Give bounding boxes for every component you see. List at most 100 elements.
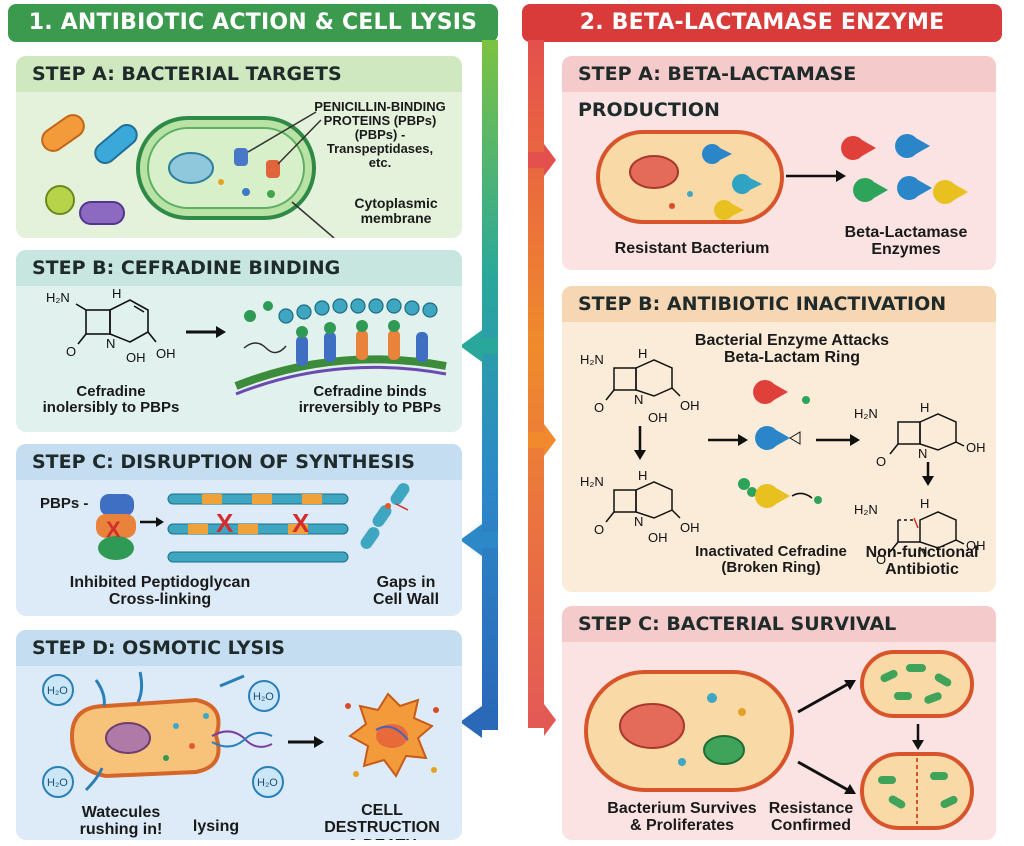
membrane-with-pbps-icon xyxy=(234,298,447,396)
right-step-a-title: STEP A: BETA-LACTAMASE PRODUCTION xyxy=(562,56,996,121)
svg-text:OH: OH xyxy=(648,410,668,425)
broken-cell-wall-icon xyxy=(360,483,410,549)
svg-text:OH: OH xyxy=(648,530,668,545)
cefradine-binding-illustration: H₂N H O N OH OH xyxy=(46,286,447,396)
membrane-label: Cytoplasmic membrane xyxy=(354,195,438,227)
cefradine-caption-left: Cefradine inolersibly to PBPs xyxy=(42,383,180,417)
svg-text:O: O xyxy=(594,522,604,537)
svg-text:H₂N: H₂N xyxy=(854,502,878,517)
water-text-3: H₂O xyxy=(253,691,274,703)
left-step-a-card: STEP A: BACTERIAL TARGETS PENICILLIN-BIN… xyxy=(16,56,462,238)
daughter-cell-icon xyxy=(860,650,974,718)
svg-text:X: X xyxy=(216,508,234,538)
beta-lactamase-production-illustration xyxy=(596,130,968,224)
synthesis-disruption-illustration: X X X xyxy=(96,483,410,563)
svg-text:N: N xyxy=(918,544,927,559)
enzyme-attack-caption: Bacterial Enzyme Attacks Beta-Lactam Rin… xyxy=(694,332,890,367)
svg-text:X: X xyxy=(292,508,310,538)
pbps-label: PBPs - xyxy=(40,495,89,512)
resistance-confirmed-caption: Resistance Confirmed xyxy=(768,800,854,835)
left-flow-connector xyxy=(460,40,498,738)
right-step-b-title: STEP B: ANTIBIOTIC INACTIVATION xyxy=(562,286,996,322)
svg-text:OH: OH xyxy=(156,346,176,361)
cell-wall-gaps-caption: Gaps in Cell Wall xyxy=(372,574,440,609)
svg-text:H: H xyxy=(920,496,929,511)
water-rushing-caption: Watecules rushing in! xyxy=(79,804,163,839)
nonfunctional-antibiotic-caption: Non-functional Antibiotic xyxy=(865,544,979,579)
pbp-label: PENICILLIN-BINDING PROTEINS (PBPs) (PBPs… xyxy=(314,99,446,171)
arrow-to-step-d xyxy=(460,706,498,738)
svg-text:N: N xyxy=(634,514,643,529)
svg-text:X: X xyxy=(106,517,121,542)
water-text-1: H₂O xyxy=(47,685,68,697)
water-text-2: H₂O xyxy=(47,777,68,789)
svg-text:H: H xyxy=(638,468,647,483)
beta-lactamase-caption: Beta-Lactamase Enzymes xyxy=(844,224,968,259)
svg-text:OH: OH xyxy=(966,538,986,553)
inactivated-cefradine-caption: Inactivated Cefradine (Broken Ring) xyxy=(695,543,847,577)
svg-text:OH: OH xyxy=(680,520,700,535)
cefradine-molecule-right-icon xyxy=(889,413,965,455)
resistant-bacterium-icon xyxy=(596,130,784,224)
svg-text:H: H xyxy=(920,400,929,415)
arrow-to-step-c xyxy=(460,524,498,556)
svg-text:H₂N: H₂N xyxy=(580,352,604,367)
intact-cefradine-molecule-icon xyxy=(605,359,681,401)
bacterial-survival-illustration xyxy=(584,650,974,830)
broken-ring-molecule-icon xyxy=(889,511,965,553)
right-panel-header: 2. BETA-LACTAMASE ENZYME RESISTANCE xyxy=(522,4,1002,73)
left-step-c-card: STEP C: DISRUPTION OF SYNTHESIS X X X xyxy=(16,444,462,616)
small-bacteria-icon xyxy=(41,114,138,225)
osmotic-lysis-illustration: H₂O H₂O H₂O H₂O xyxy=(42,671,439,798)
left-step-d-title: STEP D: OSMOTIC LYSIS xyxy=(16,630,462,666)
resistant-bacterium-caption: Resistant Bacterium xyxy=(614,240,770,257)
inhibited-crosslinking-caption: Inhibited Peptidoglycan Cross-linking xyxy=(69,574,251,609)
right-step-c-title: STEP C: BACTERIAL SURVIVAL xyxy=(562,606,996,642)
right-step-a-card: STEP A: BETA-LACTAMASE PRODUCTION Resist… xyxy=(562,56,996,270)
svg-text:OH: OH xyxy=(680,398,700,413)
arrow-to-step-b xyxy=(460,330,498,362)
svg-text:OH: OH xyxy=(966,440,986,455)
left-step-d-card: STEP D: OSMOTIC LYSIS H₂O H₂O H₂O H₂O xyxy=(16,630,462,840)
left-step-c-title: STEP C: DISRUPTION OF SYNTHESIS xyxy=(16,444,462,480)
enzyme-icons-inside xyxy=(702,144,762,220)
surviving-bacterium-icon xyxy=(584,670,794,792)
svg-text:O: O xyxy=(876,454,886,469)
svg-text:O: O xyxy=(594,400,604,415)
bacterium-cell-icon xyxy=(136,111,335,238)
attacking-enzyme-icons xyxy=(738,380,822,508)
cell-destruction-icon xyxy=(345,692,439,778)
antibiotic-inactivation-illustration: H₂N H O N OH OH H₂N H O N OH OH xyxy=(580,346,986,567)
right-step-c-card: STEP C: BACTERIAL SURVIVAL xyxy=(562,606,996,840)
svg-text:N: N xyxy=(918,446,927,461)
bacterial-targets-illustration xyxy=(41,111,335,238)
water-molecule-icons xyxy=(42,674,284,798)
left-step-b-card: STEP B: CEFRADINE BINDING H₂N H O N OH O… xyxy=(16,250,462,432)
lysing-cell-icon xyxy=(69,671,273,792)
right-flow-connector xyxy=(528,40,556,736)
svg-text:OH: OH xyxy=(126,350,146,365)
nh2-text: H₂N xyxy=(46,290,70,305)
cefradine-molecule-lower-icon xyxy=(605,481,681,523)
beta-lactamase-enzymes-icon xyxy=(841,134,968,204)
cell-death-caption: CELL DESTRUCTION & DEATH xyxy=(324,802,440,840)
svg-text:O: O xyxy=(876,552,886,567)
left-step-b-title: STEP B: CEFRADINE BINDING xyxy=(16,250,462,286)
svg-text:O: O xyxy=(66,344,76,359)
left-panel-header: 1. ANTIBIOTIC ACTION & CELL LYSIS xyxy=(8,4,498,42)
svg-text:H₂N: H₂N xyxy=(854,406,878,421)
svg-text:N: N xyxy=(634,392,643,407)
water-text-4: H₂O xyxy=(257,777,278,789)
inhibited-pbp-icon: X xyxy=(96,494,136,560)
bacterium-survives-caption: Bacterium Survives & Proliferates xyxy=(607,800,757,835)
dividing-cell-icon xyxy=(860,752,974,830)
cefradine-molecule-icon xyxy=(75,299,157,345)
right-step-b-card: STEP B: ANTIBIOTIC INACTIVATION H₂N H O … xyxy=(562,286,996,592)
cefradine-caption-right: Cefradine binds irreversibly to PBPs xyxy=(298,383,442,417)
svg-text:N: N xyxy=(106,336,115,351)
peptidoglycan-chains-icon: X X xyxy=(167,493,349,563)
svg-text:H: H xyxy=(638,346,647,361)
svg-text:H: H xyxy=(112,286,121,301)
lysing-caption: lysing xyxy=(192,818,240,835)
svg-text:H₂N: H₂N xyxy=(580,474,604,489)
